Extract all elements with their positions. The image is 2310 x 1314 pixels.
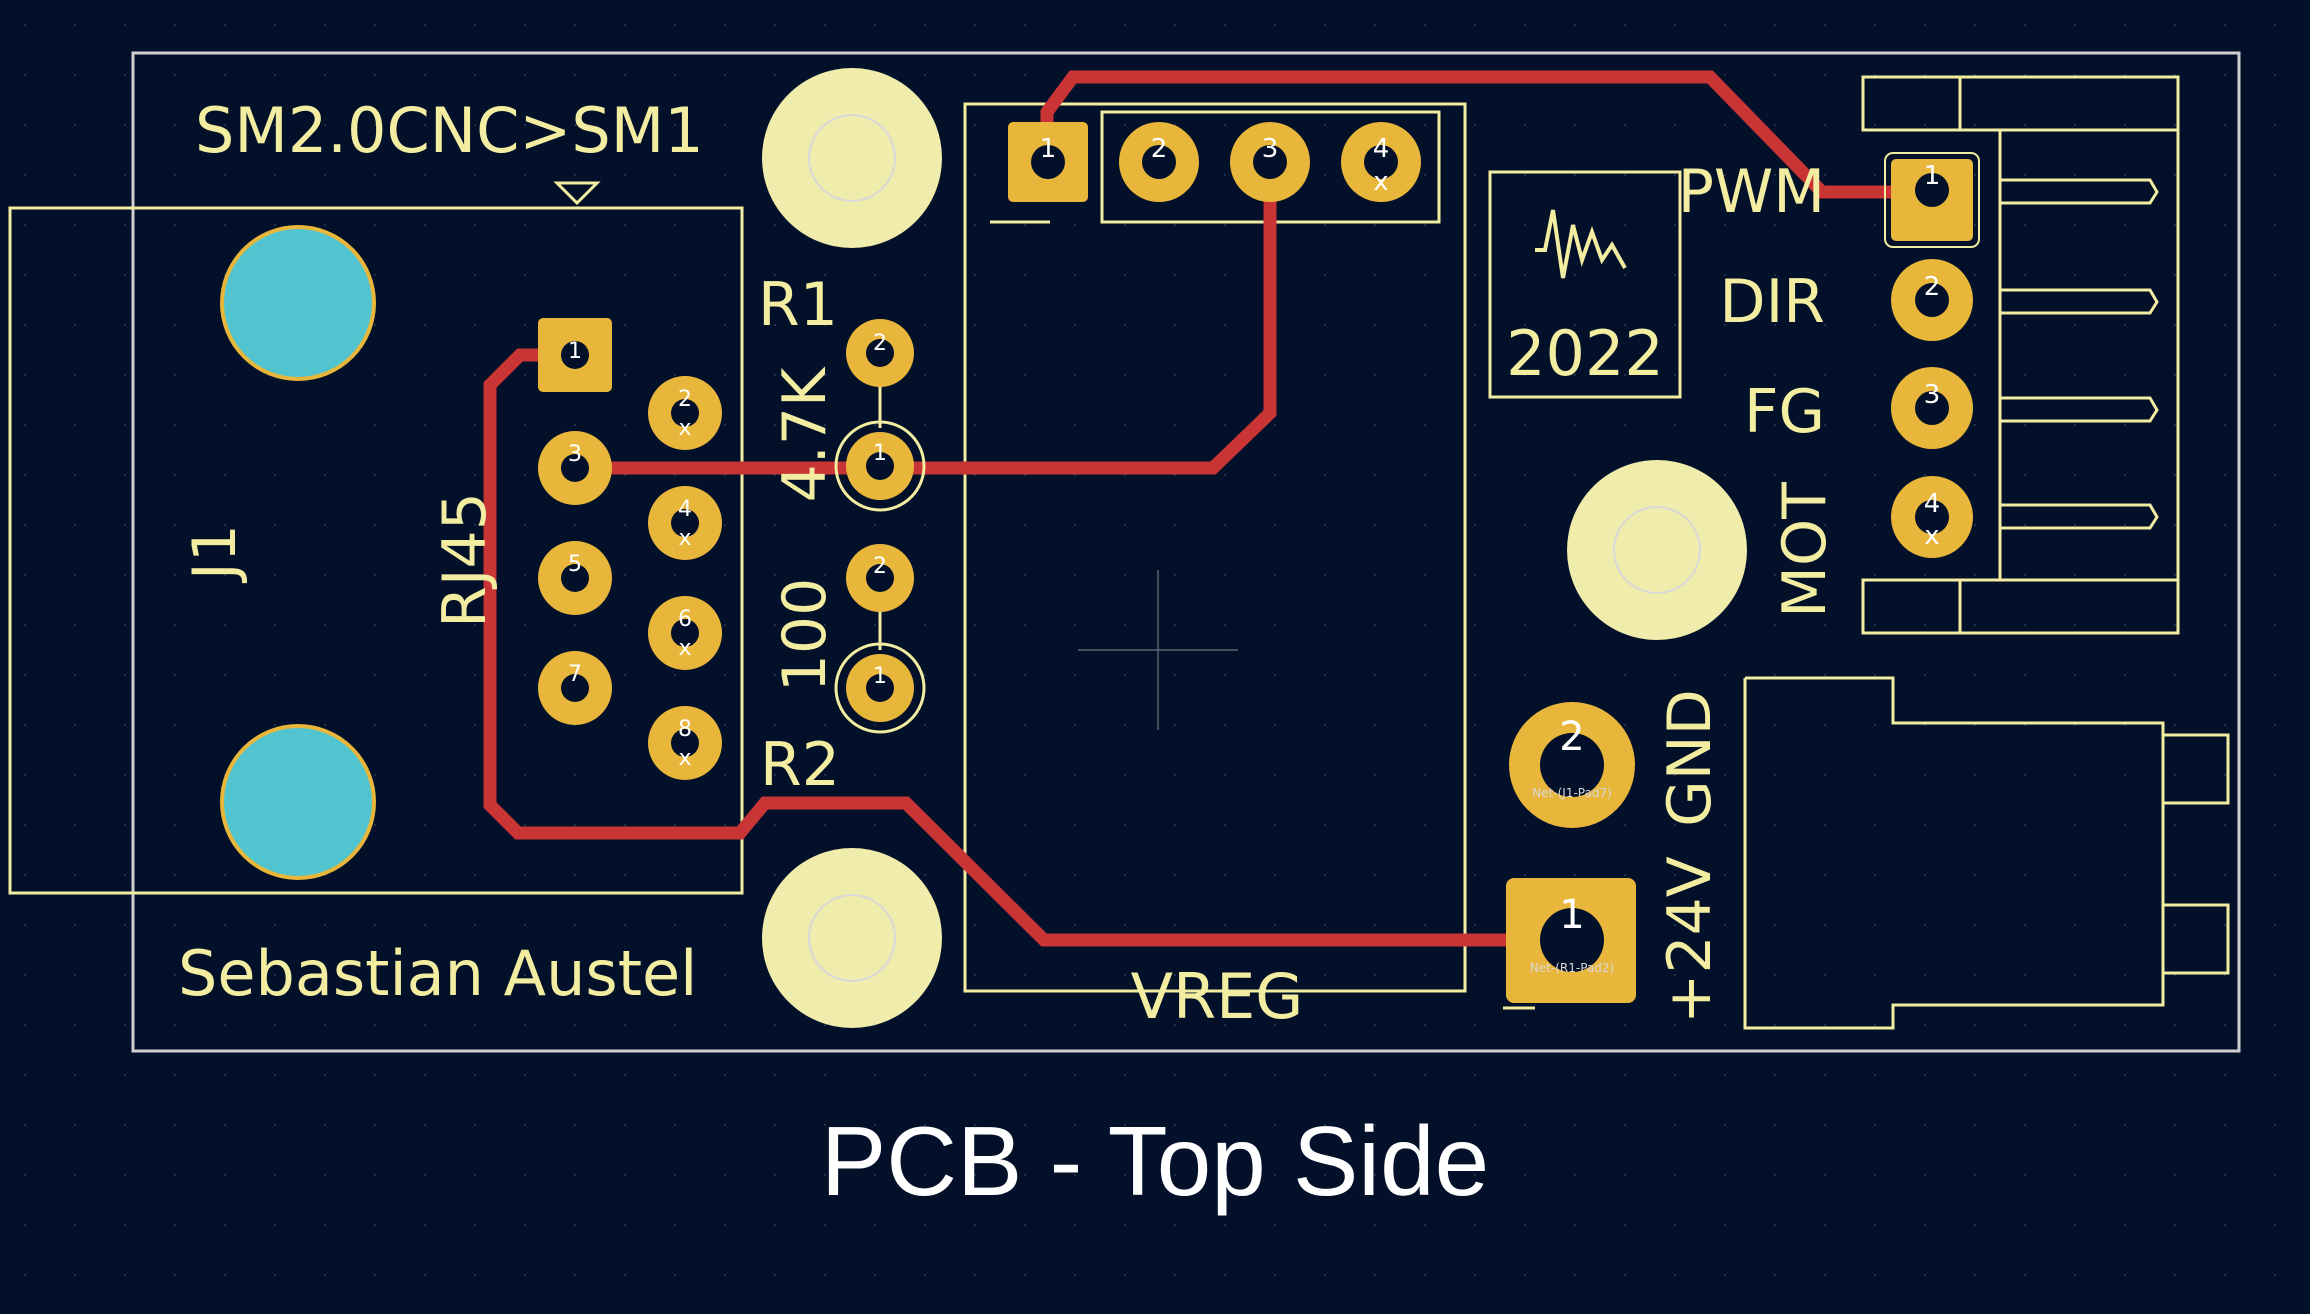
power-pin-1-net: Net-(R1-Pad2) bbox=[1530, 961, 1614, 975]
j1-pin-7-label: 7 bbox=[568, 662, 582, 687]
vreg-crosshair bbox=[1078, 570, 1238, 730]
fg-label: FG bbox=[1744, 377, 1825, 447]
vreg-pin-3-label: 3 bbox=[1262, 134, 1279, 164]
vreg-pads bbox=[1008, 122, 1421, 202]
r2-pin-2-label: 2 bbox=[873, 554, 887, 579]
mounting-hole-top-left bbox=[762, 68, 942, 248]
power-pin-1-label: 1 bbox=[1559, 892, 1584, 938]
motor-pin-4-nc-mark: x bbox=[1924, 521, 1939, 551]
power-pin-2-label: 2 bbox=[1559, 714, 1584, 760]
j1-pin-8-label: 8 bbox=[678, 717, 692, 742]
plus-24v-label: +24V bbox=[1655, 856, 1725, 1024]
pad-numbers: 1 2 x 3 4 x 5 6 x 7 8 x 2 1 2 1 1 2 3 4 … bbox=[568, 134, 1940, 975]
r1-ref: R1 bbox=[758, 270, 838, 340]
silkscreen-text: SM2.0CNC>SM1 Sebastian Austel 2022 R1 R2… bbox=[178, 94, 1840, 1033]
vreg-pin-1-label: 1 bbox=[1040, 134, 1057, 164]
mounting-hole-bottom-left bbox=[762, 848, 942, 1028]
j1-pin-8-nc-mark: x bbox=[678, 746, 691, 771]
figure-caption: PCB - Top Side bbox=[820, 1106, 1490, 1216]
power-conn-pads bbox=[1506, 702, 1636, 1003]
logo-box bbox=[1488, 170, 1682, 399]
mounting-hole-right bbox=[1567, 460, 1747, 640]
j1-ref: J1 bbox=[180, 524, 250, 584]
gnd-label: GND bbox=[1655, 689, 1725, 827]
r1-value: 4.7K bbox=[770, 366, 840, 502]
board-outline bbox=[131, 51, 2241, 1053]
silkscreen-outlines bbox=[8, 75, 2230, 1030]
resistor-pads bbox=[834, 319, 926, 734]
r2-value: 100 bbox=[770, 578, 840, 693]
j1-pin-6-label: 6 bbox=[678, 607, 692, 632]
j1-value: RJ45 bbox=[430, 492, 500, 628]
r1-pin-2-label: 2 bbox=[873, 331, 887, 356]
j1-pin-4-label: 4 bbox=[678, 497, 692, 522]
r2-pin-1-label: 1 bbox=[873, 664, 887, 689]
motor-pin-2-label: 2 bbox=[1924, 272, 1941, 302]
j1-outline bbox=[8, 206, 744, 895]
vreg-pin-4-label: 4 bbox=[1373, 134, 1390, 164]
author-text: Sebastian Austel bbox=[178, 937, 697, 1010]
logo-waveform-icon bbox=[1535, 209, 1627, 279]
motor-pin-3-label: 3 bbox=[1924, 380, 1941, 410]
motor-conn-tab-top bbox=[1861, 75, 2180, 132]
j1-pin-6-nc-mark: x bbox=[678, 636, 691, 661]
j1-pin-2-nc-mark: x bbox=[678, 416, 691, 441]
board-header-text: SM2.0CNC>SM1 bbox=[195, 94, 704, 167]
vreg-ref: VREG bbox=[1131, 960, 1304, 1033]
j1-pin1-marker bbox=[553, 181, 601, 206]
vreg-pin-4-nc-mark: x bbox=[1373, 167, 1388, 197]
r1-pin-1-label: 1 bbox=[873, 441, 887, 466]
j1-pin-2-label: 2 bbox=[678, 387, 692, 412]
dir-label: DIR bbox=[1719, 267, 1825, 337]
motor-pin-4-label: 4 bbox=[1924, 489, 1941, 519]
vreg-outline bbox=[963, 102, 1467, 993]
j1-pin-1-label: 1 bbox=[568, 339, 582, 364]
trace-j1-24v bbox=[483, 348, 1595, 947]
motor-pin-1-label: 1 bbox=[1924, 161, 1941, 191]
year-text: 2022 bbox=[1506, 317, 1664, 390]
r2-ref: R2 bbox=[760, 730, 840, 800]
j1-pin-4-nc-mark: x bbox=[678, 526, 691, 551]
power-conn-body bbox=[1743, 676, 2165, 1030]
rj45-locating-hole-bottom bbox=[220, 724, 376, 880]
pwm-label: PWM bbox=[1678, 157, 1825, 227]
mounting-holes bbox=[762, 68, 1747, 1028]
rj45-locating-hole-top bbox=[220, 225, 376, 381]
j1-pin-5-label: 5 bbox=[568, 552, 582, 577]
j1-pads bbox=[538, 318, 722, 780]
vreg-pin-2-label: 2 bbox=[1151, 134, 1168, 164]
motor-conn-tab-bottom bbox=[1861, 578, 2180, 635]
trace-vreg1-pwm bbox=[1040, 70, 1930, 199]
mot-label: MOT bbox=[1770, 482, 1840, 618]
motor-conn-pads bbox=[1884, 152, 1980, 558]
j1-pin-3-label: 3 bbox=[568, 442, 582, 467]
power-pin-2-net: Net-(J1-Pad7) bbox=[1532, 786, 1612, 800]
